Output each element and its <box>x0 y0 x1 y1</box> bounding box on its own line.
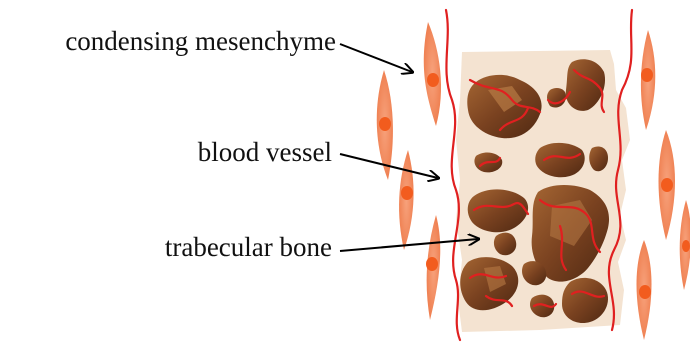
arrow-icon <box>340 44 412 72</box>
label-blood-vessel: blood vessel <box>198 139 332 166</box>
spindle-cell-icon <box>659 130 676 240</box>
label-condensing-mesenchyme: condensing mesenchyme <box>65 28 336 55</box>
spindle-cell-icon <box>680 200 690 290</box>
spindle-cell-icon <box>637 240 652 340</box>
spindle-cell-icon <box>399 150 414 250</box>
spindle-cell-icon <box>426 215 440 320</box>
spindle-cell-icon <box>641 30 655 130</box>
spindle-cell-icon <box>424 22 441 126</box>
label-trabecular-bone: trabecular bone <box>165 234 332 261</box>
arrow-icon <box>340 239 478 251</box>
